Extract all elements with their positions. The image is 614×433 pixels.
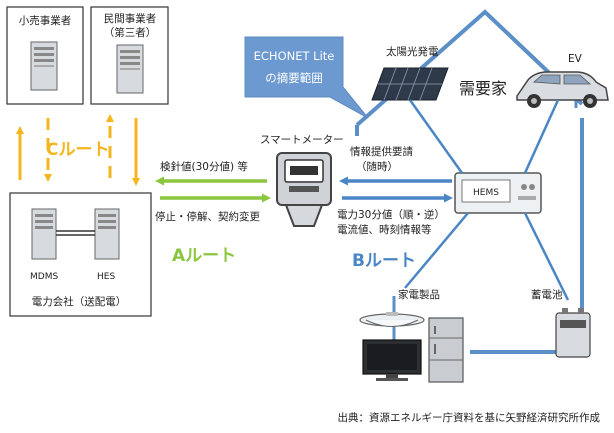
retail-box: 小売事業者: [6, 6, 84, 105]
demand-house-label: 需要家: [459, 79, 507, 98]
b-route-bottom-label-line2: 電流値、時刻情報等: [337, 223, 432, 236]
ev-car-icon: [516, 71, 609, 108]
battery-icon: [555, 308, 591, 358]
retail-label: 小売事業者: [19, 14, 72, 27]
appliances-label: 家電製品: [398, 288, 440, 301]
source-note: 出典：資源エネルギー庁資料を基に矢野経済研究所作成: [338, 411, 601, 424]
private-label-line1: 民間事業者: [104, 12, 157, 25]
hems-label: HEMS: [473, 188, 499, 198]
mdms-server-icon: [31, 208, 57, 260]
a-route-label: Aルート: [172, 246, 236, 266]
hes-server-icon: [94, 208, 120, 260]
smart-meter-icon: [276, 152, 332, 227]
retail-server-icon: [30, 41, 58, 91]
hems-connections: [404, 99, 570, 301]
echonet-line1: ECHONET Lite: [254, 49, 335, 63]
c-route-label: Cルート: [46, 140, 109, 160]
utility-label: 電力会社（送配電）: [32, 295, 127, 308]
mdms-label: MDMS: [30, 272, 58, 282]
battery-label: 蓄電池: [531, 288, 563, 301]
b-route-top-label-line1: 情報提供要請: [350, 145, 413, 158]
smart-meter-title: スマートメーター: [260, 134, 344, 146]
a-route-top-label: 検針値(30分値) 等: [160, 160, 248, 173]
solar-panel-icon: [371, 67, 449, 101]
a-route-arrows: [155, 176, 271, 203]
echonet-bubble: ECHONET Lite の摘要範囲: [244, 36, 369, 119]
hems-device: HEMS: [454, 172, 542, 214]
b-route-arrows: [339, 176, 453, 203]
b-route-bottom-label-line1: 電力30分値（順・逆）: [337, 208, 445, 221]
echonet-line2: の摘要範囲: [265, 71, 323, 85]
solar-label: 太陽光発電: [386, 45, 439, 58]
ceiling-light-icon: [359, 312, 425, 327]
private-label-line2: （第三者）: [104, 26, 157, 39]
a-route-bottom-label: 停止・停解、契約変更: [155, 210, 260, 223]
ev-label: EV: [568, 53, 583, 65]
private-business-box: 民間事業者 （第三者）: [90, 6, 169, 105]
tv-icon: [362, 339, 422, 381]
hes-label: HES: [97, 272, 115, 282]
b-route-label: Bルート: [352, 251, 416, 271]
refrigerator-icon: [428, 317, 464, 383]
utility-box: MDMS HES 電力会社（送配電）: [9, 192, 152, 317]
b-route-top-label-line2: （随時）: [356, 160, 398, 173]
c-route-arrows: [16, 114, 140, 186]
private-server-icon: [116, 44, 144, 94]
